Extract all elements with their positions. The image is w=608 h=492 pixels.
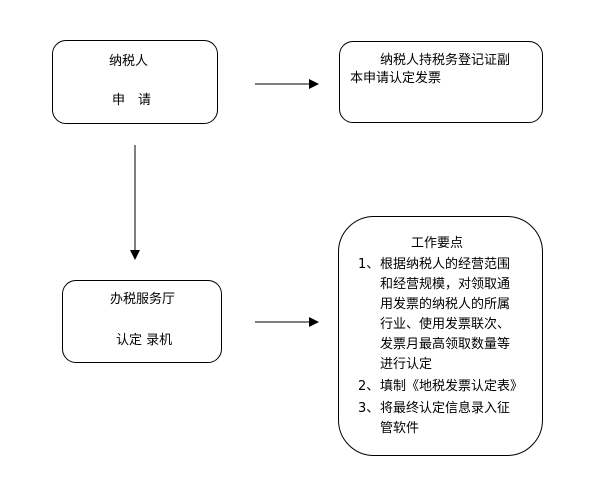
applicant-action: 申 请 — [112, 93, 152, 108]
key-point-1-line: 用发票的纳税人的所属 — [380, 297, 511, 312]
key-point-1-line: 和经营规模，对领取通 — [380, 277, 511, 292]
key-point-3-line: 管软件 — [380, 421, 420, 436]
key-point-2-line: 填制《地税发票认定表》 — [380, 379, 524, 394]
certificate-line-2: 本申请认定发票 — [350, 71, 442, 86]
key-point-1-number: 1、 — [358, 257, 380, 272]
key-point-2-number: 2、 — [358, 379, 380, 394]
key-point-3-number: 3、 — [358, 401, 380, 416]
certificate-line-1: 纳税人持税务登记证副 — [380, 53, 511, 68]
key-point-1-line: 发票月最高领取数量等 — [380, 337, 511, 352]
key-point-1-line: 根据纳税人的经营范围 — [380, 257, 511, 272]
key-point-3-line: 将最终认定信息录入征 — [380, 401, 511, 416]
certificate-box: 纳税人持税务登记证副 本申请认定发票 — [339, 41, 543, 123]
key-points-box: 工作要点 1、 根据纳税人的经营范围 和经营规模，对领取通 用发票的纳税人的所属… — [338, 216, 543, 456]
tax-hall-title: 办税服务厅 — [110, 292, 176, 307]
tax-hall-box: 办税服务厅 认定 录机 — [62, 280, 222, 363]
tax-hall-action: 认定 录机 — [116, 333, 173, 348]
key-point-1-line: 行业、使用发票联次、 — [380, 317, 511, 332]
key-points-title: 工作要点 — [411, 236, 464, 251]
applicant-box: 纳税人 申 请 — [52, 40, 218, 124]
key-point-1-line: 进行认定 — [380, 357, 433, 372]
applicant-title: 纳税人 — [109, 54, 149, 69]
